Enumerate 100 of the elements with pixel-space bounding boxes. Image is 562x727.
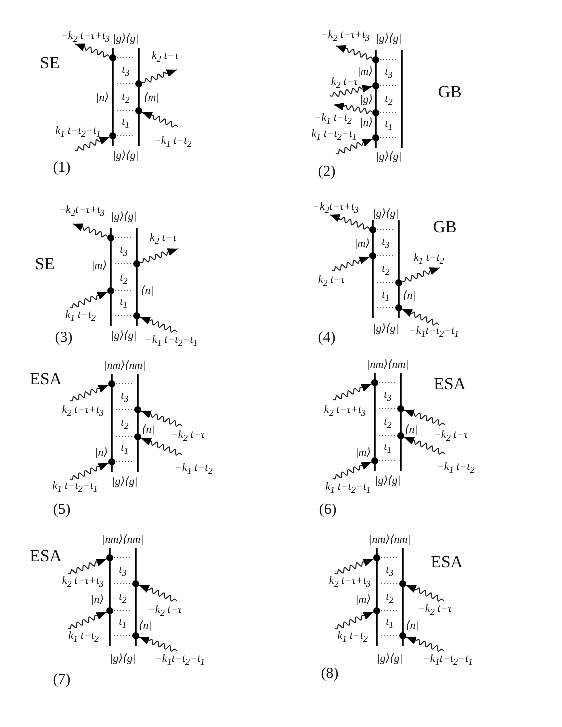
time-rung [114,290,134,292]
state-label: |g⟩⟨g| [112,476,138,488]
time-interval-label: t$_{2}$ [120,272,128,286]
wavy-arrow [406,584,444,602]
edge-label: k$_{2}$ t−τ [150,232,177,246]
state-label: |n⟩ [91,594,104,606]
ket-line [106,548,114,646]
state-label: |nm⟩⟨nm| [367,358,409,372]
time-interval-label: t$_{3}$ [121,390,129,404]
time-interval-label: t$_{3}$ [382,236,390,250]
wavy-arrow [332,384,372,401]
edge-label: −k$_{2}$ t−τ [434,428,468,444]
edge-label: −k$_{1}$ t−t$_{2}$ [154,134,192,150]
edge-label: −k$_{1}$t−t$_{2}$−t$_{1}$ [409,324,460,340]
edge-label: k$_{1}$ t−t$_{2}$−t$_{1}$ [312,128,357,142]
wavy-arrow [140,316,178,333]
state-label: |n⟩ [360,116,373,130]
wavy-arrow [72,224,108,238]
edge-label: k$_{2}$ t−τ+t$_{3}$ [62,404,104,418]
state-label: |g⟩⟨g| [373,322,399,336]
time-interval-label: t$_{2}$ [382,262,390,278]
pathway-label: ESA [434,376,466,394]
pathway-label: SE [35,256,55,274]
state-label: ⟨n| [405,424,418,436]
state-label: ⟨n| [141,284,154,298]
edge-label: −k$_{1}$ t−t$_{2}$−t$_{1}$ [145,334,198,348]
state-label: |g⟩⟨g| [113,32,139,46]
state-label: ⟨m| [144,92,160,104]
wavy-arrow [140,438,182,456]
wavy-arrow [74,44,110,58]
edge-label: k$_{1}$ t−t$_{2}$−t$_{1}$ [56,124,101,140]
wavy-arrow [140,248,178,264]
bra-line [133,228,141,326]
state-label: |m⟩ [354,238,370,250]
time-interval-label: t$_{1}$ [382,288,390,304]
panel-number: (4) [318,330,336,346]
time-rung [116,110,136,112]
edge-label: k$_{2}$ t−τ+t$_{3}$ [324,404,366,418]
panel-number: (5) [53,502,71,518]
state-label: |n⟩ [96,92,109,104]
time-interval-label: t$_{1}$ [119,616,127,630]
wavy-arrow [140,410,182,428]
ket-line [108,374,116,472]
time-rung [378,382,398,384]
state-label: |g⟩⟨g| [373,208,399,220]
state-label: |g⟩⟨g| [110,652,136,666]
wavy-arrow [70,384,110,402]
state-label: ⟨n| [403,290,416,302]
time-interval-label: t$_{3}$ [386,564,394,578]
edge-label: k$_{2}$ t−τ+t$_{3}$ [62,574,104,590]
state-label: |g⟩⟨g| [113,150,139,162]
wavy-arrow [142,70,178,84]
wavy-arrow [68,558,108,575]
state-label: |m⟩ [92,260,107,272]
panel-number: (8) [321,666,339,682]
time-rung [378,408,398,410]
wavy-arrow [332,462,372,480]
edge-label: k$_{1}$ t−t$_{2}$−t$_{1}$ [52,480,98,494]
pathway-label: ESA [30,370,62,390]
wavy-arrow [138,636,178,652]
wavy-arrow [70,292,108,309]
bra-line [135,48,143,146]
wavy-arrow [336,138,374,155]
wavy-arrow [336,46,374,60]
edge-label: −k$_{2}$ t−τ [418,602,452,618]
edge-label: −k$_{1}$ t−t$_{2}$ [437,460,475,476]
state-label: |nm⟩⟨nm| [102,534,144,546]
edge-label: −k$_{2}$ t−τ+t$_{3}$ [320,28,370,44]
bra-line [134,374,142,472]
wavy-arrow [68,612,108,630]
state-label: |g⟩⟨g| [111,330,137,342]
pathway-label: ESA [30,548,62,566]
time-rung [376,282,396,284]
edge-label: k$_{2}$ t−τ+t$_{3}$ [329,574,371,590]
bra-line [398,50,406,148]
ket-line [373,548,381,646]
ket-line [372,50,380,148]
time-interval-label: t$_{3}$ [119,564,127,578]
time-interval-label: t$_{3}$ [122,64,130,78]
time-interval-label: t$_{3}$ [120,244,128,258]
wavy-arrow [332,256,370,272]
bra-line [399,548,407,646]
wavy-arrow [330,214,370,230]
wavy-arrow [334,102,374,114]
edge-label: −k$_{2}$ t−τ [171,428,206,444]
wavy-arrow [334,558,374,575]
state-label: |m⟩ [358,66,373,78]
state-label: ⟨n| [406,620,419,632]
time-rung [380,112,398,114]
pathway-label: GB [433,218,457,238]
edge-label: −k$_{1}$t−t$_{2}$−t$_{1}$ [155,652,206,668]
bra-line [397,373,405,471]
edge-label: −k$_{2}$t−τ+t$_{3}$ [58,204,105,218]
edge-label: k$_{1}$ t−t$_{2}$ [338,630,368,644]
state-label: ⟨n| [142,424,155,436]
panel-number: (2) [318,164,336,180]
edge-label: −k$_{2}$t−τ+t$_{3}$ [312,200,359,216]
wavy-arrow [74,136,110,152]
edge-label: k$_{2}$ t−τ [318,274,345,288]
time-rung [116,436,134,438]
